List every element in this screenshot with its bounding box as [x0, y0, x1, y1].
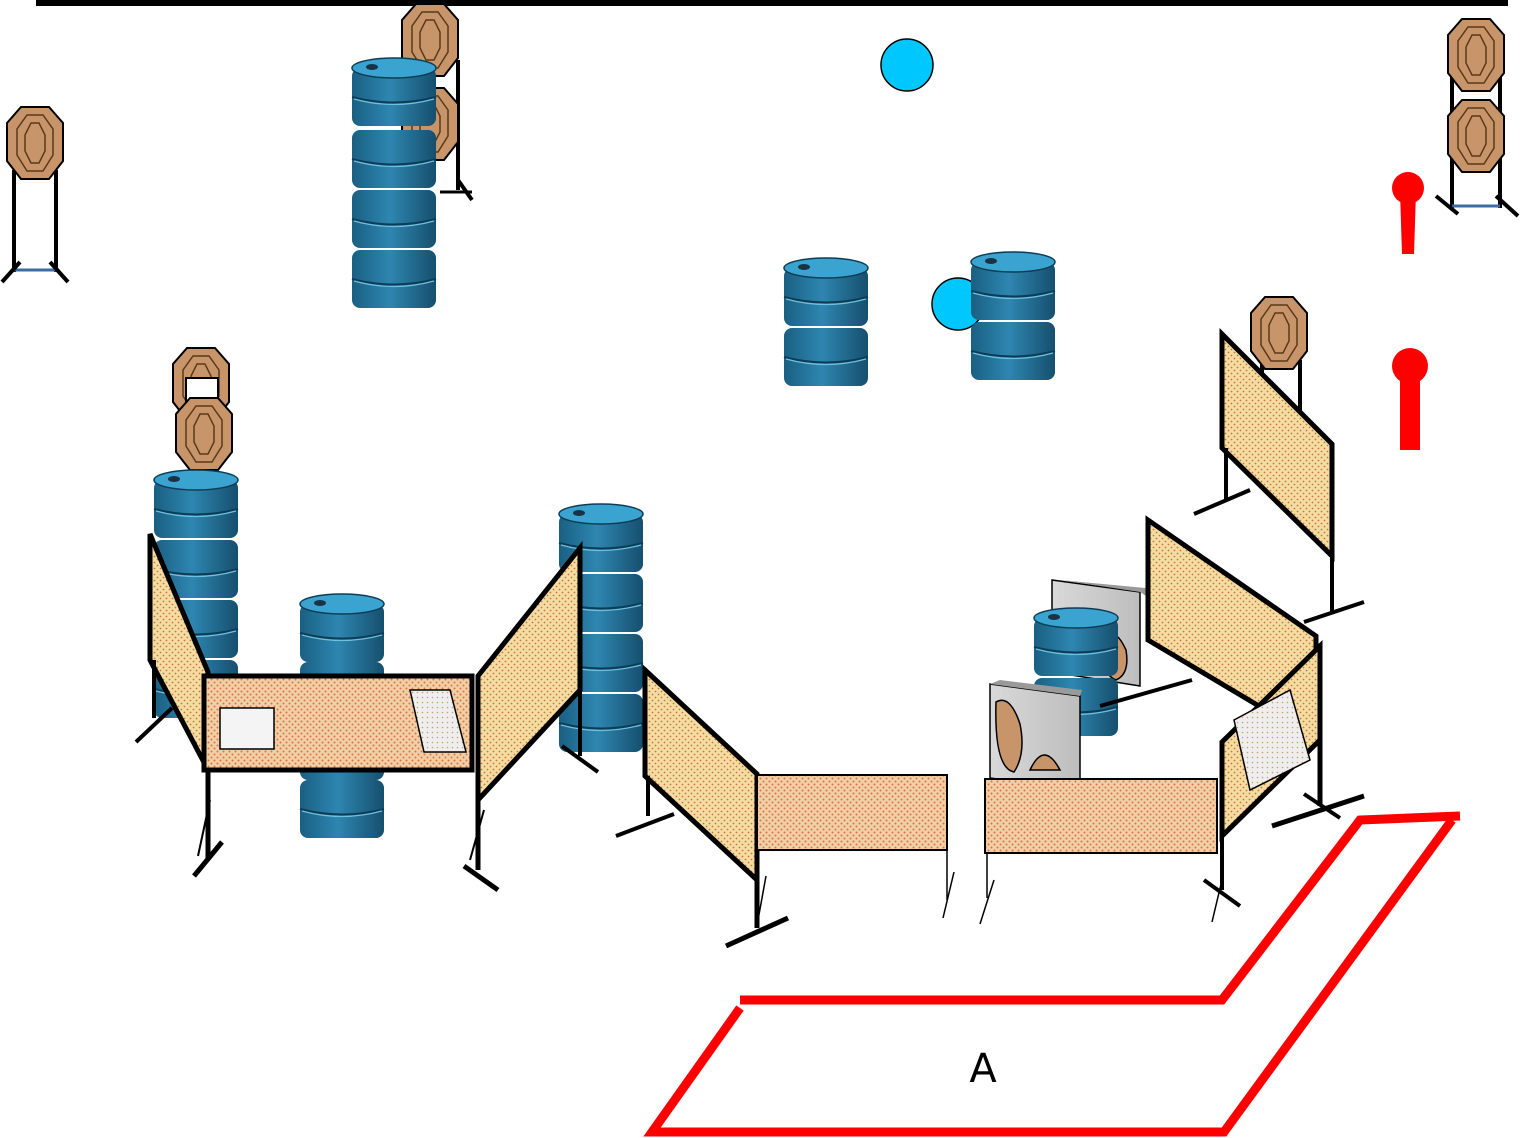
target-box-icon: [989, 680, 1082, 791]
popper-icon: [1392, 348, 1428, 450]
barrel-icon: [783, 257, 869, 387]
wall-foot: [1099, 678, 1193, 708]
paper-target-icon: [0, 106, 70, 284]
paper-target-icon: [1434, 18, 1520, 218]
paper-target-icon: [401, 3, 474, 202]
wall-panel-icon: [979, 778, 1218, 925]
wall-panel-icon: [192, 673, 475, 878]
wall-panel-icon: [1193, 327, 1365, 624]
barrel-icon: [970, 251, 1056, 381]
start-area: A: [643, 811, 1461, 1137]
wall-panel-icon: [462, 540, 600, 893]
paper-target-icon: [172, 347, 233, 471]
start-area-label: A: [969, 1046, 997, 1092]
wall-panel-icon: [1202, 640, 1365, 923]
barrel-icon: [351, 57, 437, 309]
popper-icon: [1392, 172, 1424, 254]
wall-panel-icon: [615, 664, 790, 949]
wall-panel-icon: [756, 774, 955, 919]
steel-plate-icon: [880, 38, 934, 92]
